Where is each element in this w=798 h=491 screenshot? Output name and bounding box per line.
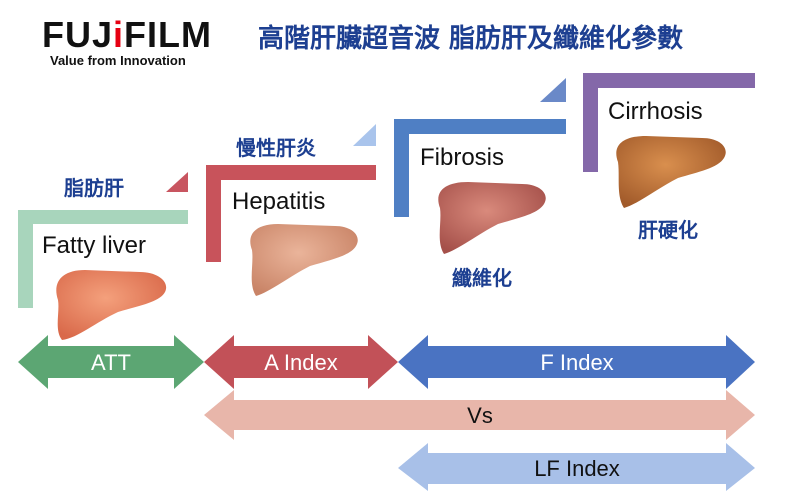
liver-icon (56, 270, 167, 340)
lf-index-arrow (398, 443, 755, 491)
liver-icon (616, 136, 726, 208)
att-arrow (18, 335, 204, 389)
step-arrow-icon (540, 78, 566, 102)
liver-icon (438, 182, 546, 254)
att-label: ATT (91, 350, 131, 375)
fatty-liver-bracket (18, 172, 188, 308)
f-index-arrow (398, 335, 755, 389)
vs-label: Vs (467, 403, 493, 428)
step-arrow-icon (353, 124, 376, 146)
cirrhosis-zh-label: 肝硬化 (638, 218, 698, 242)
cirrhosis-bracket (583, 73, 755, 172)
liver-icon (250, 224, 358, 296)
a-index-arrow (204, 335, 398, 389)
a-index-label: A Index (264, 350, 338, 375)
fatty-liver-label: Fatty liver (42, 232, 147, 259)
fibrosis-bracket (394, 78, 566, 217)
vs-arrow (204, 390, 755, 440)
f-index-label: F Index (540, 350, 614, 375)
fujifilm-logo: FUJiFILM (42, 14, 213, 55)
hepatitis-bracket (206, 124, 376, 262)
logo-tagline: Value from Innovation (50, 53, 186, 68)
step-arrow-icon (166, 172, 188, 192)
hepatitis-zh-label: 慢性肝炎 (236, 136, 316, 160)
fatty-liver-zh-label: 脂肪肝 (64, 176, 124, 200)
lf-index-label: LF Index (534, 456, 620, 481)
cirrhosis-label: Cirrhosis (608, 98, 703, 125)
fibrosis-label: Fibrosis (420, 144, 505, 171)
page-title: 高階肝臟超音波 脂肪肝及纖維化參數 (258, 24, 684, 54)
hepatitis-label: Hepatitis (232, 188, 326, 215)
fibrosis-zh-label: 纖維化 (452, 266, 512, 290)
